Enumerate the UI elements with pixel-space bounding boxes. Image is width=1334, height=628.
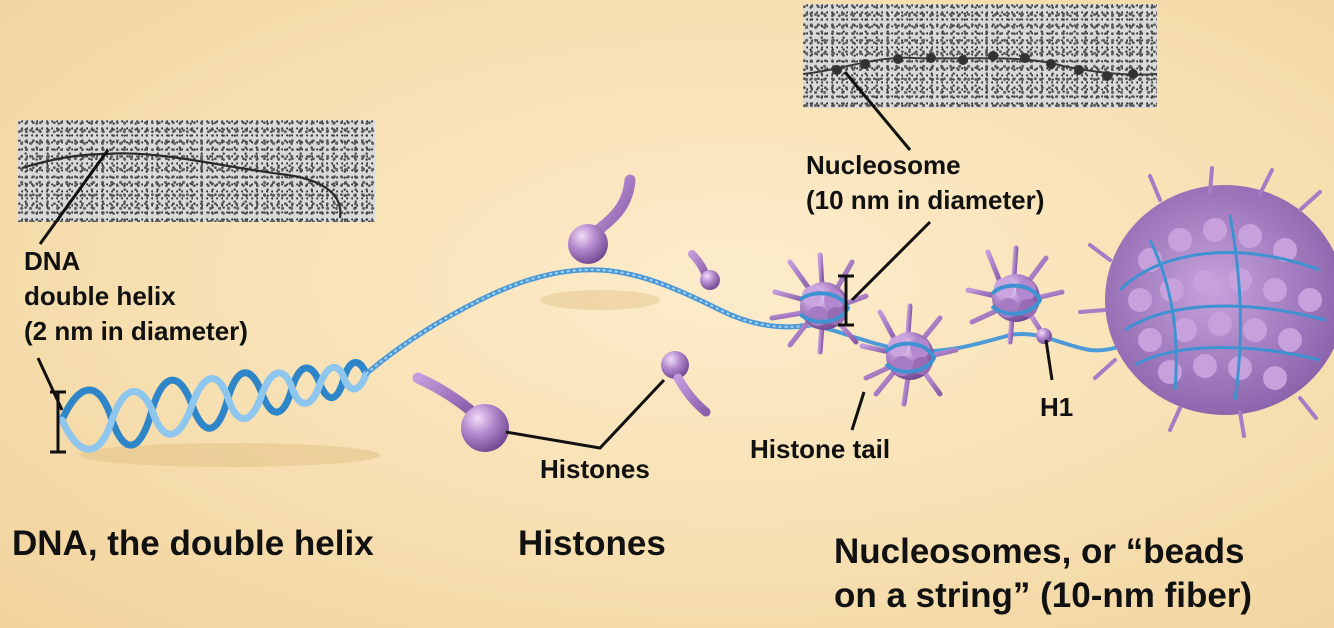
histone-protein-right [661, 351, 711, 417]
helix-shadow [80, 443, 380, 467]
beads-in-micrograph [803, 51, 1157, 81]
nucleosome-micrograph [803, 4, 1157, 108]
caption-histones: Histones [518, 524, 666, 563]
caption-nucleosomes-line1: Nucleosomes, or “beads [834, 532, 1245, 571]
nucleosome-diameter-bracket [838, 274, 854, 327]
histone-protein-small [688, 250, 720, 290]
nucleosome-label-line1: Nucleosome [806, 150, 961, 180]
histone-tail-label: Histone tail [750, 434, 891, 464]
nucleosome-micrograph-line [843, 71, 912, 151]
histone-protein-large-left [412, 372, 509, 452]
histones-callout-line [505, 378, 666, 450]
caption-nucleosomes-line2: on a string” (10-nm fiber) [834, 576, 1253, 615]
nucleosome-3 [965, 245, 1065, 345]
h1-callout-line [1044, 339, 1054, 381]
dna-label-line2: double helix [24, 281, 176, 311]
dna-label-line1: DNA [24, 246, 81, 276]
nucleosome-label-line2: (10 nm in diameter) [806, 185, 1045, 215]
dna-strand-in-micrograph [21, 152, 342, 219]
dna-callout-line [38, 149, 110, 245]
dna-diameter-bracket [50, 390, 66, 454]
histone-protein-top [568, 174, 636, 264]
callout-lines [36, 71, 1054, 454]
dna-double-helix [58, 267, 1141, 453]
nucleosome-callout-line [850, 220, 932, 302]
h1-linker-histone [1036, 328, 1052, 344]
chromatin-fiber [1078, 166, 1334, 438]
dna-label-line3: (2 nm in diameter) [24, 316, 248, 346]
h1-label: H1 [1040, 392, 1074, 422]
nucleosome-label: Nucleosome (10 nm in diameter) [806, 148, 1044, 218]
nucleosome-1 [769, 252, 869, 355]
histones-label: Histones [540, 454, 650, 484]
dna-micrograph [18, 120, 375, 222]
nucleosome-2 [859, 303, 959, 407]
caption-nucleosomes: Nucleosomes, or “beads on a string” (10-… [834, 530, 1252, 618]
histone-tail-line [850, 391, 866, 431]
caption-dna: DNA, the double helix [12, 524, 374, 563]
dna-label: DNA double helix (2 nm in diameter) [24, 244, 248, 349]
histone-shadow [540, 290, 660, 310]
